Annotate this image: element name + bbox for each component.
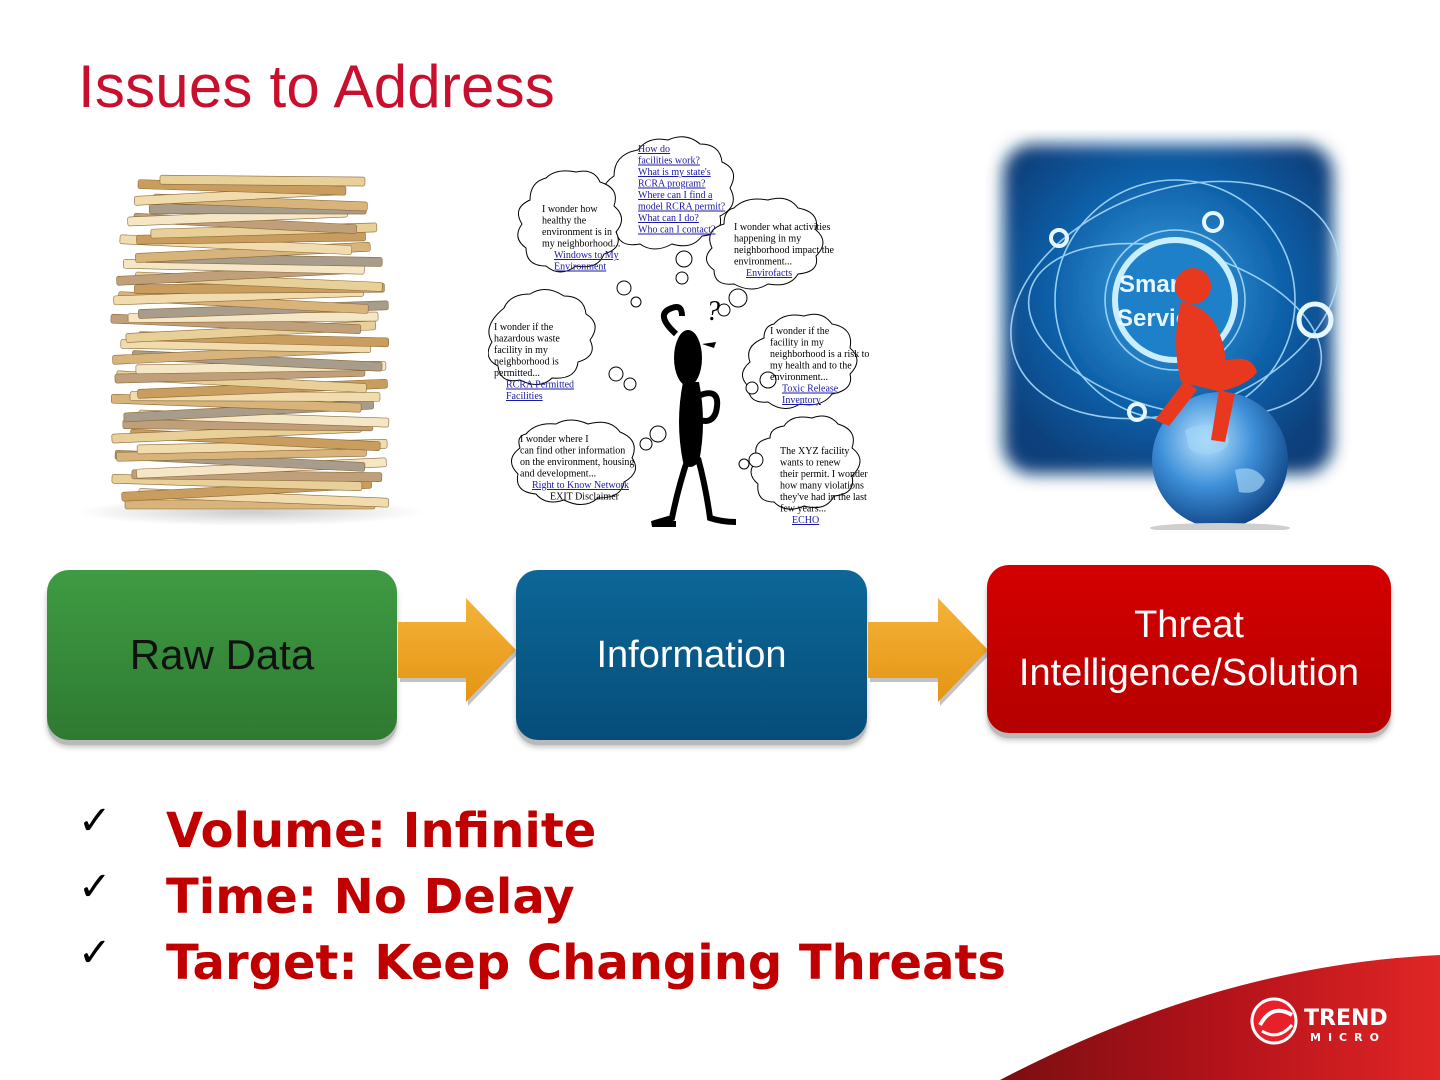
thought-bubble-text: neighborhood impact the — [734, 245, 835, 256]
thought-bubble-link: Toxic Release — [782, 384, 839, 395]
thought-bubble-text: how many violations — [780, 481, 864, 492]
threat-label-line1: Threat — [1134, 604, 1244, 646]
thought-bubble-text: facility in my — [494, 345, 548, 356]
information-label: Information — [596, 633, 787, 676]
thought-bubble-text: environment... — [734, 257, 792, 268]
bullet-time: ✓ Time: No Delay — [78, 864, 1006, 930]
raw-data-box: Raw Data — [47, 570, 397, 740]
thought-bubble-text: Where can I find a — [638, 190, 713, 201]
raw-data-label: Raw Data — [129, 631, 315, 678]
thought-bubble-text: neighborhood is — [494, 357, 559, 368]
brand-name-bottom: MICRO — [1310, 1031, 1386, 1044]
threat-label-line2: Intelligence/Solution — [1018, 652, 1360, 694]
thought-bubble-text: Who can I contact? — [638, 225, 716, 236]
thought-bubble-text: my neighborhood... — [542, 239, 620, 250]
bullet-text: Volume: Infinite — [166, 803, 597, 859]
thought-bubble-text: neighborhood is a risk to — [770, 349, 869, 360]
issues-bullet-list: ✓ Volume: Infinite ✓ Time: No Delay ✓ Ta… — [78, 798, 1006, 996]
thought-bubble-text: facility in my — [770, 338, 824, 349]
thought-bubble-text: on the environment, housing — [520, 457, 634, 468]
bullet-text: Target: Keep Changing Threats — [166, 935, 1006, 991]
paper-stack-image — [75, 174, 425, 526]
thought-bubble-text: healthy the — [542, 216, 587, 227]
thought-bubble-link: RCRA Permitted — [506, 380, 574, 391]
thought-bubble-text: The XYZ facility — [780, 446, 849, 457]
thought-bubble-text: What can I do? — [638, 213, 699, 224]
thought-bubble-text: facilities work? — [638, 156, 700, 167]
thought-bubble-text: What is my state's — [638, 167, 711, 178]
thought-bubble-text: hazardous waste — [494, 334, 560, 345]
thought-bubble-text: I wonder where I — [520, 434, 589, 445]
svg-text:?: ? — [706, 296, 720, 327]
exit-disclaimer-label: EXIT Disclaimer — [550, 492, 620, 503]
thought-bubble-text: happening in my — [734, 234, 801, 245]
information-box: Information — [516, 570, 867, 740]
thought-bubble-link: Windows to My — [554, 250, 619, 261]
thought-bubble-text: I wonder how — [542, 204, 598, 215]
thought-bubble-text: How do — [638, 144, 670, 155]
thought-bubble-link: Facilities — [506, 391, 543, 402]
thought-bubble-text: I wonder if the — [770, 326, 830, 337]
thought-bubble-text: environment is in — [542, 227, 612, 238]
flow-arrow-right-icon — [868, 598, 990, 706]
checkmark-icon: ✓ — [78, 798, 112, 844]
thought-bubble-text: I wonder what activities — [734, 222, 830, 233]
thought-bubble-text: RCRA program? — [638, 179, 706, 190]
thought-bubble-text: they've had in the last — [780, 492, 867, 503]
thought-bubble-link: Envirofacts — [746, 268, 792, 279]
brand-swoosh-decoration — [1000, 955, 1440, 1080]
checkmark-icon: ✓ — [78, 930, 112, 976]
thought-bubble-text: my health and to the — [770, 361, 852, 372]
flow-arrow-right-icon — [398, 598, 518, 706]
thought-bubble-link: Inventory — [782, 395, 821, 406]
thought-bubble-link: Right to Know Network — [532, 480, 629, 491]
thought-bubble-text: can find other information — [520, 446, 625, 457]
thought-bubble-text: and development... — [520, 469, 596, 480]
thought-bubble-text: environment... — [770, 372, 828, 383]
thought-bubble-text: permitted... — [494, 368, 540, 379]
trend-micro-logo: TREND MICRO — [1248, 995, 1418, 1055]
thought-bubble-link: ECHO — [792, 515, 819, 526]
threat-intelligence-box: Threat Intelligence/Solution — [987, 565, 1391, 733]
thought-bubble-link: Environment — [554, 262, 606, 273]
thought-bubble-text: I wonder if the — [494, 322, 554, 333]
brand-name-top: TREND — [1304, 1006, 1388, 1031]
thought-bubble-text: few years... — [780, 504, 826, 515]
thought-bubble-text: model RCRA permit? — [638, 202, 726, 213]
bullet-volume: ✓ Volume: Infinite — [78, 798, 1006, 864]
smart-service-image: Smart Service — [1003, 144, 1340, 530]
thought-bubble-text: wants to renew — [780, 458, 841, 469]
thought-bubble-text: their permit. I wonder — [780, 469, 868, 480]
checkmark-icon: ✓ — [78, 864, 112, 910]
bullet-target: ✓ Target: Keep Changing Threats — [78, 930, 1006, 996]
bullet-text: Time: No Delay — [166, 869, 575, 925]
slide-title: Issues to Address — [78, 53, 555, 120]
